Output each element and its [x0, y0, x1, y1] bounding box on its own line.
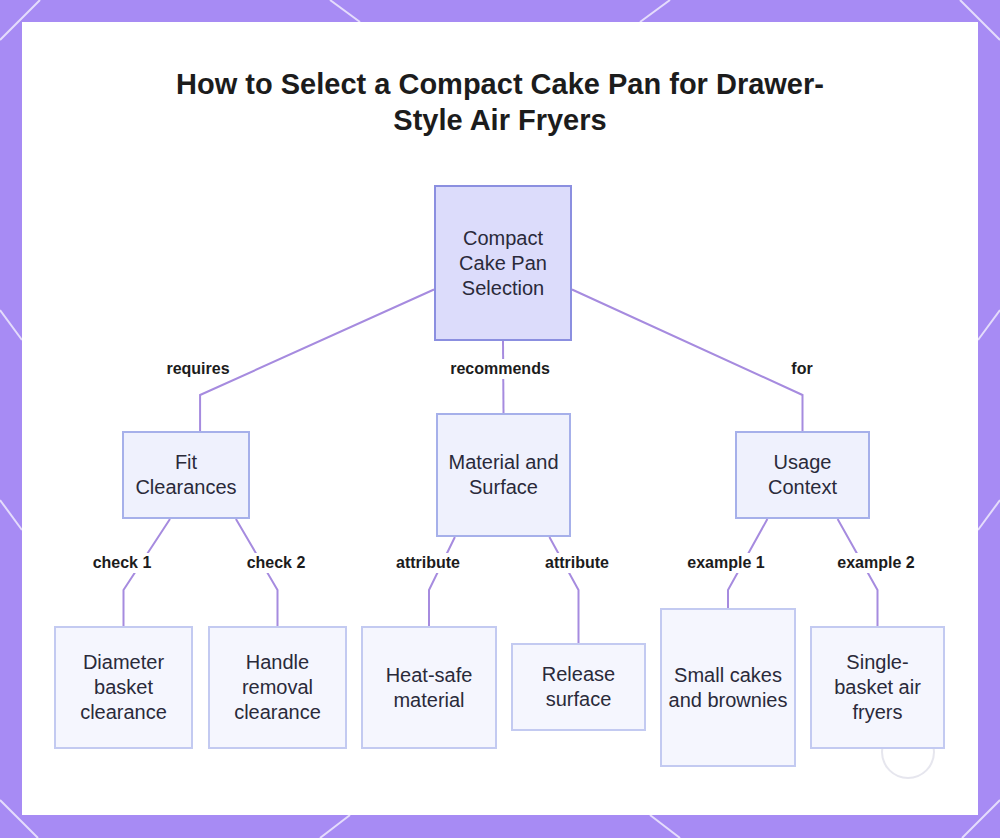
edge-label: recommends: [447, 359, 553, 379]
box-content: Small cakes and brownies: [668, 663, 788, 713]
diagram-title: How to Select a Compact Cake Pan for Dra…: [150, 66, 850, 138]
box-content: Release surface: [519, 662, 638, 712]
box-content: Usage Context: [743, 450, 862, 500]
box-text: Heat-safe material: [369, 663, 489, 713]
process-box: Usage Context: [735, 431, 870, 519]
corner-line: [640, 0, 670, 22]
edge-label: check 1: [90, 553, 155, 573]
corner-line: [978, 500, 1000, 530]
edge-label: example 2: [834, 553, 917, 573]
edge-label: check 2: [244, 553, 309, 573]
box-content: Compact Cake Pan Selection: [442, 226, 564, 301]
box-text: Diameter basket clearance: [62, 650, 185, 725]
box-text: Compact Cake Pan Selection: [442, 226, 564, 301]
corner-line: [0, 310, 22, 340]
box-content: Fit Clearances: [130, 450, 242, 500]
edge-label: example 1: [684, 553, 767, 573]
corner-line: [0, 500, 22, 530]
corner-line: [330, 0, 360, 22]
box-text: Usage Context: [743, 450, 862, 500]
box-content: Material and Surface: [444, 450, 563, 500]
process-box: Material and Surface: [436, 413, 571, 537]
box-text: Single-basket air fryers: [818, 650, 937, 725]
process-box: Diameter basket clearance: [54, 626, 193, 749]
box-text: Release surface: [519, 662, 638, 712]
corner-line: [978, 310, 1000, 340]
connector-line: [572, 290, 803, 431]
box-text: Fit Clearances: [130, 450, 242, 500]
process-box: Fit Clearances: [122, 431, 250, 519]
box-content: Single-basket air fryers: [818, 650, 937, 725]
connector-line: [200, 290, 434, 431]
edge-label: for: [788, 359, 815, 379]
box-text: Handle removal clearance: [216, 650, 339, 725]
corner-line: [960, 0, 1000, 40]
corner-line: [650, 815, 680, 838]
connector-line: [429, 537, 455, 626]
corner-line: [962, 800, 1000, 838]
box-content: Heat-safe material: [369, 663, 489, 713]
edge-label: requires: [163, 359, 232, 379]
corner-line: [320, 815, 350, 838]
box-content: Handle removal clearance: [216, 650, 339, 725]
box-text: Material and Surface: [444, 450, 563, 500]
process-box: Heat-safe material: [361, 626, 497, 749]
process-box: Handle removal clearance: [208, 626, 347, 749]
corner-line: [0, 800, 38, 838]
process-box: Single-basket air fryers: [810, 626, 945, 749]
process-box: Release surface: [511, 643, 646, 731]
process-box: Small cakes and brownies: [660, 608, 796, 767]
edge-label: attribute: [393, 553, 463, 573]
edge-label: attribute: [542, 553, 612, 573]
process-box: Compact Cake Pan Selection: [434, 185, 572, 341]
box-content: Diameter basket clearance: [62, 650, 185, 725]
corner-line: [0, 0, 40, 40]
box-text: Small cakes and brownies: [668, 663, 788, 713]
